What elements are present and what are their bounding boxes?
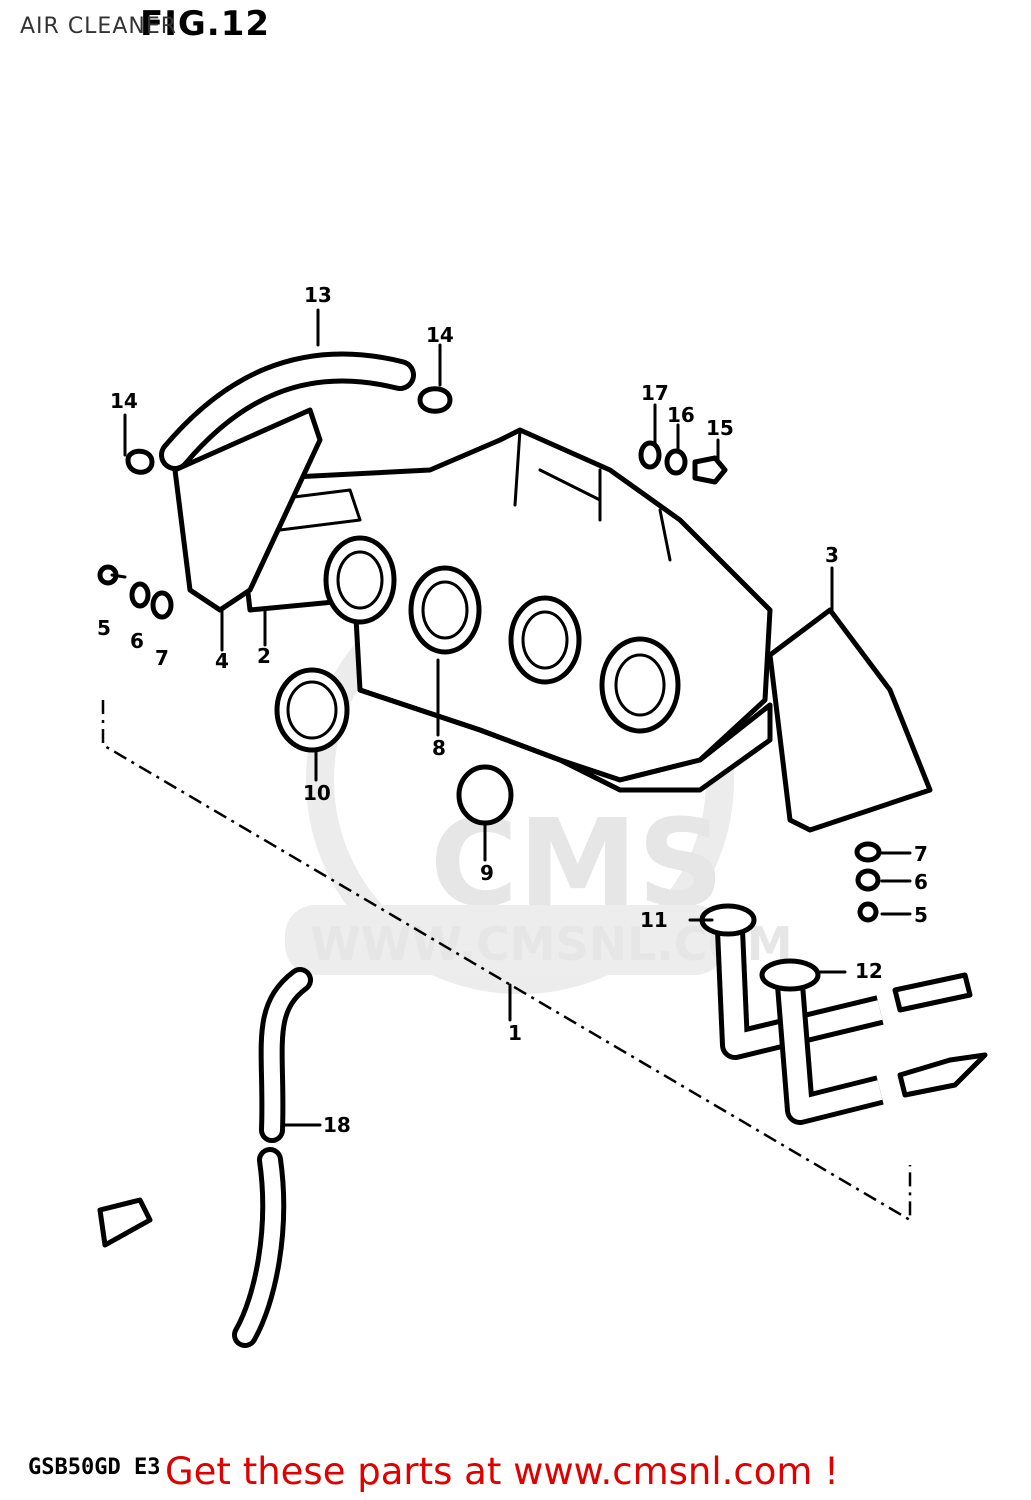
callout-5: 5: [97, 616, 111, 640]
assembly-outline: [101, 700, 912, 1223]
cta-link[interactable]: Get these parts at www.cmsnl.com !: [165, 1450, 840, 1493]
callout-10: 10: [303, 781, 331, 805]
callout-6: 6: [130, 629, 144, 653]
callout-16: 16: [667, 403, 695, 427]
callout-4: 4: [215, 649, 229, 673]
callout-8: 8: [432, 736, 446, 760]
left-cover: [172, 407, 323, 613]
callout-17: 17: [641, 381, 669, 405]
figure-label: FIG.12: [140, 4, 271, 44]
callout-11: 11: [640, 908, 668, 932]
callout-6-right: 6: [914, 870, 928, 894]
callout-14-left: 14: [110, 389, 138, 413]
callouts: 1 2 3 4 5 6 7 8 9 10 11 12 13 14 14 15 1…: [97, 283, 928, 1137]
callout-3: 3: [825, 543, 839, 567]
callout-9: 9: [480, 861, 494, 885]
callout-1: 1: [508, 1021, 522, 1045]
callout-18: 18: [323, 1113, 351, 1137]
callout-12: 12: [855, 959, 883, 983]
right-cover: [767, 607, 933, 833]
callout-7: 7: [155, 646, 169, 670]
callout-5-right: 5: [914, 903, 928, 927]
callout-2: 2: [257, 644, 271, 668]
callout-15: 15: [706, 416, 734, 440]
callout-7-right: 7: [914, 842, 928, 866]
hardware: [97, 386, 882, 1248]
page-title: AIR CLEANER: [20, 14, 178, 39]
ring-9: [456, 764, 514, 826]
leader-lines: [123, 308, 912, 1127]
drain-tubes: [699, 903, 988, 1125]
model-code: GSB50GD E3: [28, 1455, 161, 1480]
callout-14-top: 14: [426, 323, 454, 347]
callout-13: 13: [304, 283, 332, 307]
intake-boots: [323, 535, 681, 734]
